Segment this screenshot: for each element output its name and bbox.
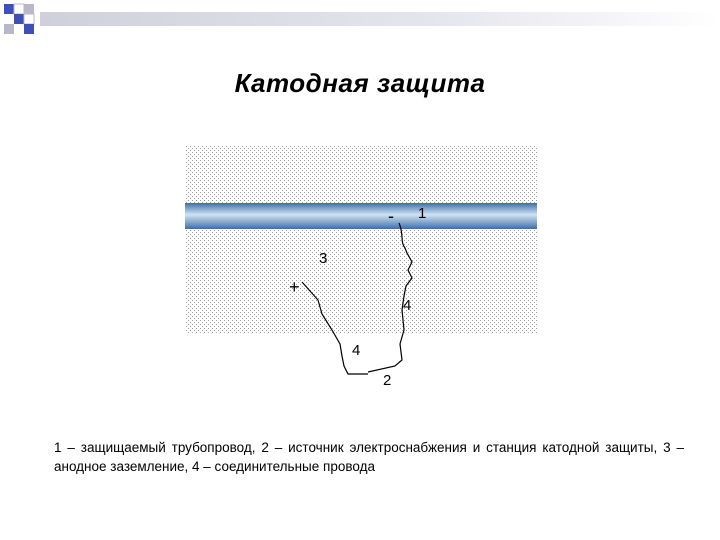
cathodic-protection-diagram: - 1 3 + 4 4 2: [185, 145, 537, 389]
label-source: 2: [383, 372, 391, 389]
deco-square-1: [4, 4, 14, 14]
label-wire-b: 4: [352, 342, 360, 359]
wire-pipe-to-source: [367, 222, 413, 373]
diagram-caption: 1 – защищаемый трубопровод, 2 – источник…: [54, 440, 684, 474]
label-wire-a: 4: [403, 297, 411, 314]
deco-square-4: [14, 14, 24, 24]
label-pipeline: 1: [418, 205, 426, 222]
deco-square-7: [24, 24, 34, 34]
pipeline: [185, 203, 537, 229]
label-anode: 3: [319, 250, 327, 267]
header-band: [40, 12, 720, 26]
plus-sign: +: [289, 277, 300, 297]
deco-square-3: [24, 4, 34, 14]
soil-area: [185, 145, 537, 333]
header-decoration: [4, 3, 720, 34]
slide-title: Катодная защита: [234, 68, 486, 98]
deco-square-6: [4, 24, 14, 34]
wire-anode-to-source: [301, 281, 368, 375]
minus-sign: -: [388, 206, 394, 226]
